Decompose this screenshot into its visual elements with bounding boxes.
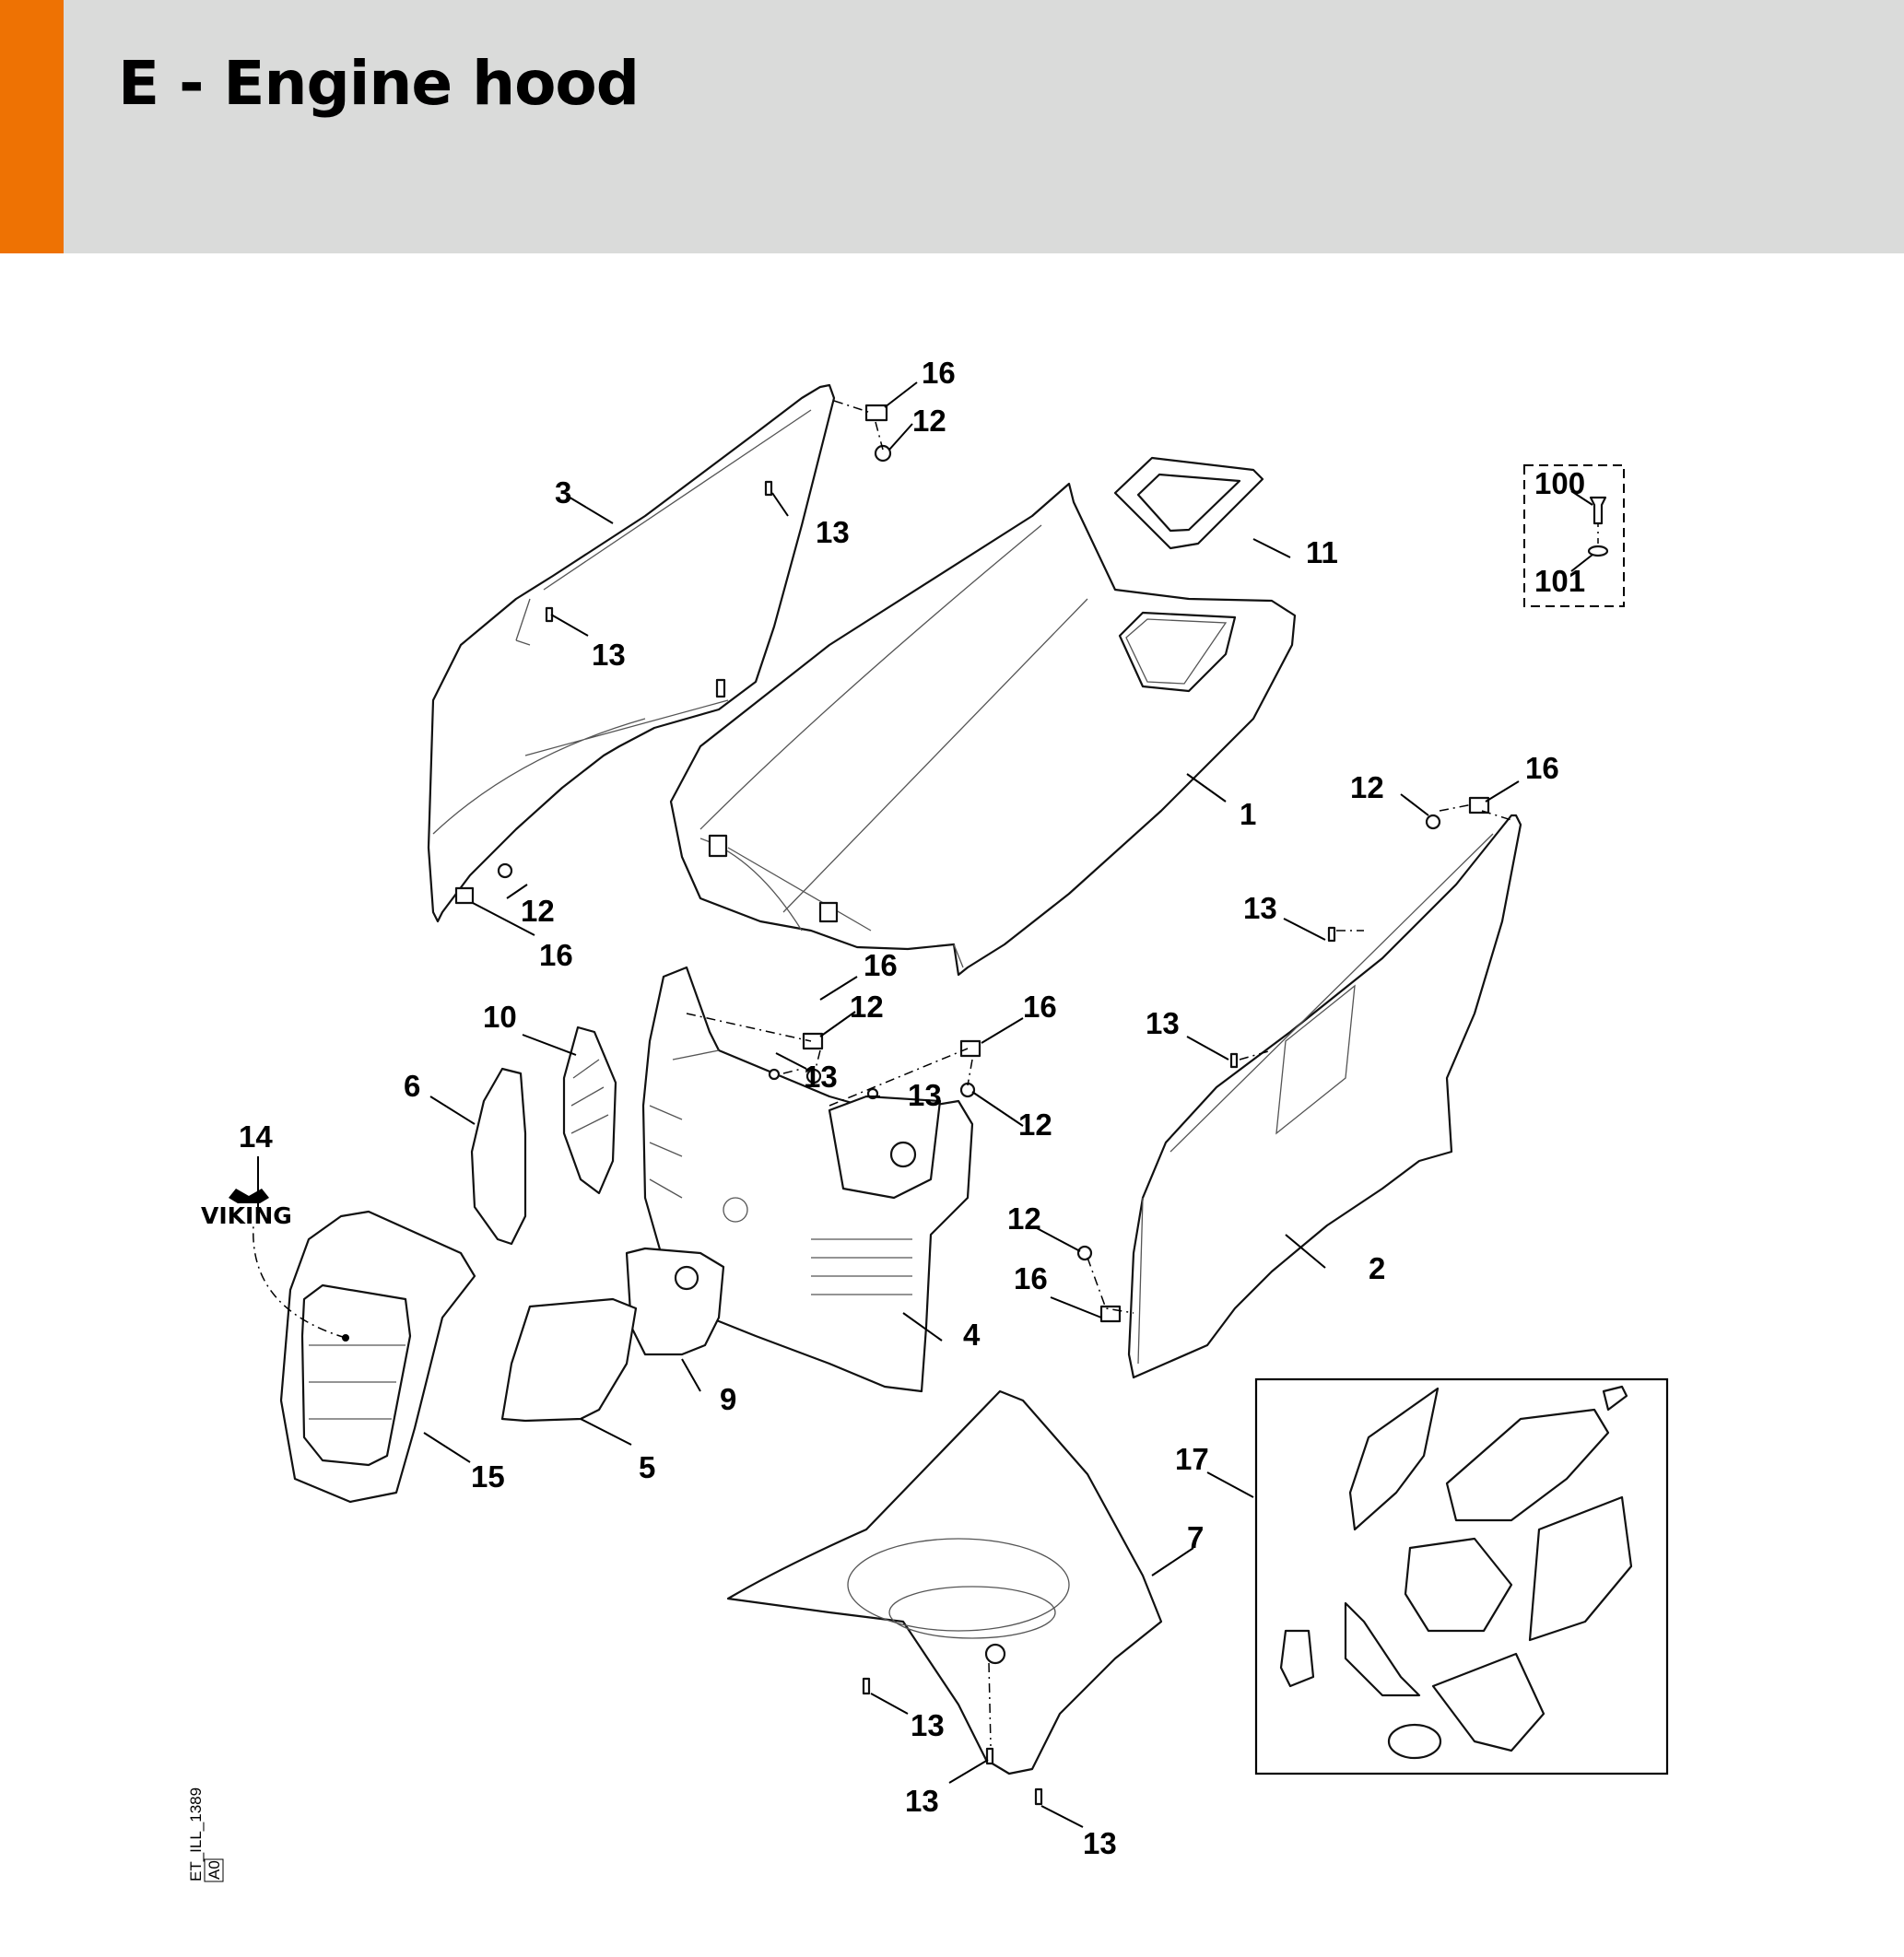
screw-12-right-low[interactable] bbox=[1076, 1245, 1093, 1261]
part-11-vent-grille[interactable] bbox=[1113, 456, 1264, 550]
callout-12-top[interactable]: 12 bbox=[912, 404, 946, 438]
screw-12-mid[interactable] bbox=[805, 1068, 822, 1084]
screw-12-mid-right[interactable] bbox=[959, 1082, 976, 1098]
clip-16-top[interactable] bbox=[864, 404, 888, 422]
callout-13-left[interactable]: 13 bbox=[592, 638, 626, 672]
callout-16-right-low[interactable]: 16 bbox=[1014, 1261, 1048, 1295]
revision-code: A0 bbox=[206, 1860, 223, 1880]
part-10-side-grille[interactable] bbox=[562, 1025, 617, 1195]
part-4-front-console[interactable] bbox=[641, 966, 974, 1393]
callout-13-bottom-b[interactable]: 13 bbox=[905, 1784, 939, 1818]
screw-12-top[interactable] bbox=[874, 444, 892, 463]
callout-100[interactable]: 100 bbox=[1534, 466, 1585, 500]
clip-16-left[interactable] bbox=[454, 886, 475, 905]
part-15-front-grille[interactable] bbox=[279, 1210, 476, 1504]
callout-5[interactable]: 5 bbox=[639, 1450, 655, 1484]
callout-17[interactable]: 17 bbox=[1175, 1442, 1209, 1476]
accent-bar bbox=[0, 0, 64, 253]
callout-13-mid[interactable]: 13 bbox=[804, 1060, 838, 1094]
callout-13-right-b[interactable]: 13 bbox=[1146, 1006, 1180, 1040]
callout-2[interactable]: 2 bbox=[1369, 1251, 1385, 1285]
screw-13-right-a[interactable] bbox=[1327, 926, 1336, 943]
illustration-code: ET_ILL_1389 bbox=[187, 1787, 205, 1881]
part-3-left-side-panel[interactable] bbox=[427, 383, 836, 923]
viking-helmet-icon bbox=[229, 1189, 269, 1203]
page-title: E - Engine hood bbox=[118, 48, 640, 119]
callout-3[interactable]: 3 bbox=[555, 475, 571, 510]
part-5-headlight-lens[interactable] bbox=[500, 1297, 638, 1423]
callout-9[interactable]: 9 bbox=[720, 1382, 736, 1416]
washer-101[interactable] bbox=[1587, 545, 1609, 557]
callout-13-bottom-c[interactable]: 13 bbox=[1083, 1826, 1117, 1860]
clip-16-right[interactable] bbox=[1468, 796, 1490, 814]
callout-16-left[interactable]: 16 bbox=[539, 938, 573, 972]
callout-16-mid-right[interactable]: 16 bbox=[1023, 990, 1057, 1024]
callout-15[interactable]: 15 bbox=[471, 1459, 505, 1494]
callout-101[interactable]: 101 bbox=[1534, 564, 1585, 598]
assembly-lines bbox=[253, 400, 1599, 1747]
leader-lines bbox=[257, 381, 1593, 1828]
callout-7[interactable]: 7 bbox=[1187, 1520, 1204, 1554]
clip-16-right-low[interactable] bbox=[1099, 1305, 1122, 1323]
inset-overview-17[interactable] bbox=[1254, 1377, 1669, 1775]
screw-12-left[interactable] bbox=[497, 862, 513, 879]
callout-12-right-low[interactable]: 12 bbox=[1007, 1201, 1041, 1236]
part-1-hood-top[interactable] bbox=[669, 482, 1297, 977]
screw-12-right[interactable] bbox=[1425, 814, 1441, 830]
callout-13-mid-right[interactable]: 13 bbox=[908, 1078, 942, 1112]
callout-10[interactable]: 10 bbox=[483, 1000, 517, 1034]
callout-12-mid[interactable]: 12 bbox=[850, 990, 884, 1024]
screw-13-bottom-a[interactable] bbox=[862, 1677, 871, 1695]
optional-kit-box bbox=[1523, 464, 1625, 607]
callout-11[interactable]: 11 bbox=[1306, 535, 1338, 569]
clip-16-mid-right[interactable] bbox=[959, 1039, 981, 1058]
illustration-reference: ET_ILL_1389 A0 bbox=[187, 1787, 224, 1882]
part-7-lower-cowl[interactable] bbox=[726, 1389, 1163, 1775]
clip-16-mid[interactable] bbox=[802, 1032, 824, 1050]
callout-4[interactable]: 4 bbox=[963, 1318, 981, 1352]
callout-16-top[interactable]: 16 bbox=[922, 356, 956, 390]
page-header: E - Engine hood bbox=[0, 0, 1904, 253]
screw-13-right-b[interactable] bbox=[1229, 1052, 1239, 1069]
callout-13-bottom-a[interactable]: 13 bbox=[911, 1708, 945, 1742]
callout-16-right[interactable]: 16 bbox=[1525, 751, 1559, 785]
callout-12-mid-right[interactable]: 12 bbox=[1018, 1107, 1052, 1142]
viking-logo-decal[interactable]: VIKING bbox=[201, 1189, 292, 1229]
part-9-headlight-housing[interactable] bbox=[625, 1247, 725, 1356]
callout-6[interactable]: 6 bbox=[404, 1069, 420, 1103]
screw-13-mid[interactable] bbox=[768, 1068, 781, 1081]
callouts: 1 2 3 4 5 6 7 9 10 11 12 12 12 12 12 12 … bbox=[239, 356, 1585, 1860]
callout-12-left[interactable]: 12 bbox=[521, 894, 555, 928]
part-6-side-cover[interactable] bbox=[470, 1067, 527, 1246]
logo-text: VIKING bbox=[201, 1202, 292, 1229]
screw-100[interactable] bbox=[1589, 496, 1607, 525]
fasteners bbox=[454, 404, 1490, 1806]
callout-13-right-a[interactable]: 13 bbox=[1243, 891, 1277, 925]
callout-1[interactable]: 1 bbox=[1240, 797, 1256, 831]
callout-13-top[interactable]: 13 bbox=[816, 515, 850, 549]
screw-13-top[interactable] bbox=[764, 480, 773, 497]
callout-16-mid[interactable]: 16 bbox=[864, 948, 898, 982]
screw-13-bottom-b[interactable] bbox=[985, 1747, 994, 1765]
screw-13-bottom-c[interactable] bbox=[1034, 1787, 1043, 1806]
callout-14[interactable]: 14 bbox=[239, 1119, 273, 1154]
callout-12-right[interactable]: 12 bbox=[1350, 770, 1384, 804]
part-2-right-side-panel[interactable] bbox=[1127, 814, 1522, 1379]
